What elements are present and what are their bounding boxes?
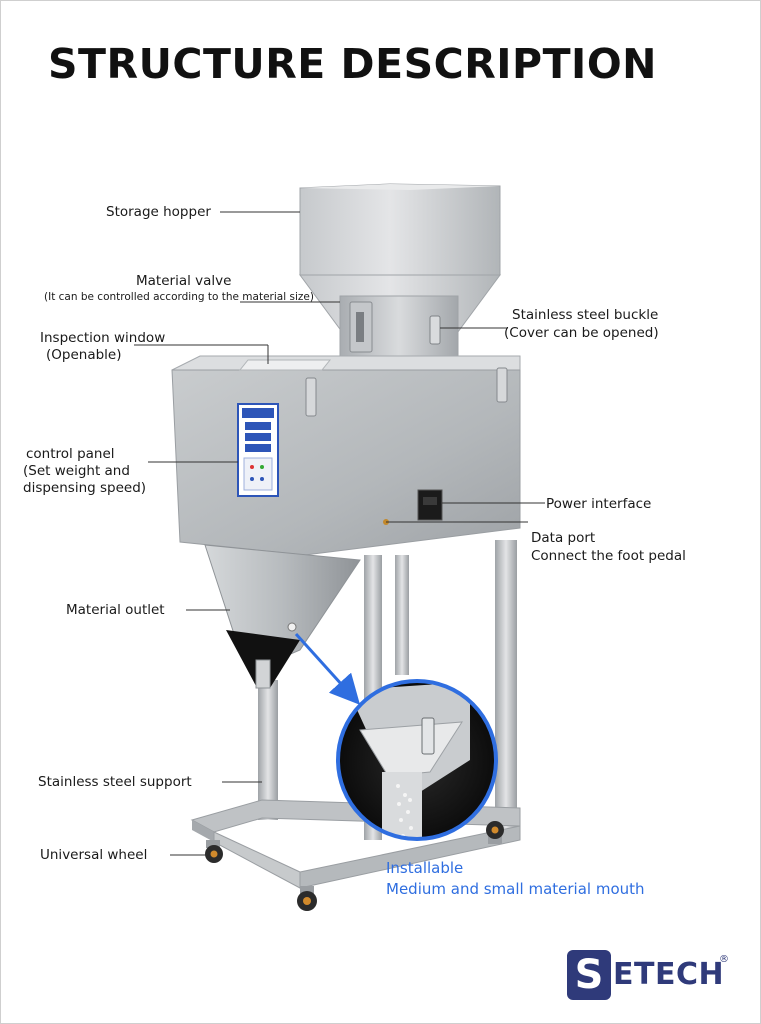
label-steel-support: Stainless steel support [38, 774, 192, 790]
leader-lines [134, 211, 545, 856]
label-control-panel: control panel [26, 446, 115, 462]
label-stainless-buckle: Stainless steel buckle [512, 307, 659, 323]
label-installable: Installable [386, 859, 464, 877]
label-storage-hopper: Storage hopper [106, 204, 211, 220]
label-control-panel-note-2: dispensing speed) [23, 480, 147, 496]
wheels [205, 821, 504, 911]
label-data-port-note: Connect the foot pedal [531, 548, 686, 564]
label-power-interface: Power interface [546, 496, 652, 512]
label-material-valve-note: (It can be controlled according to the m… [44, 291, 314, 303]
logo-registered-mark: ® [719, 954, 729, 965]
setech-logo: S ETECH ® [567, 948, 735, 1004]
label-material-valve: Material valve [136, 273, 232, 289]
label-inspection-window: Inspection window [40, 330, 166, 346]
logo-wordmark: ETECH [613, 957, 725, 992]
callout-arrow [294, 632, 361, 705]
material-outlet [204, 544, 361, 689]
label-data-port: Data port [531, 530, 596, 546]
label-installable-note: Medium and small material mouth [386, 880, 645, 898]
label-universal-wheel: Universal wheel [40, 847, 148, 863]
main-body [171, 355, 521, 556]
label-control-panel-note-1: (Set weight and [23, 463, 130, 479]
logo-mark: S [567, 950, 611, 1000]
logo-mark-letter: S [574, 952, 604, 998]
zoom-detail [336, 679, 498, 841]
storage-hopper [299, 183, 501, 361]
label-inspection-window-note: (Openable) [46, 347, 122, 363]
page-title: STRUCTURE DESCRIPTION [48, 40, 657, 88]
label-stainless-buckle-note: (Cover can be opened) [504, 325, 659, 341]
label-material-outlet: Material outlet [66, 602, 165, 618]
